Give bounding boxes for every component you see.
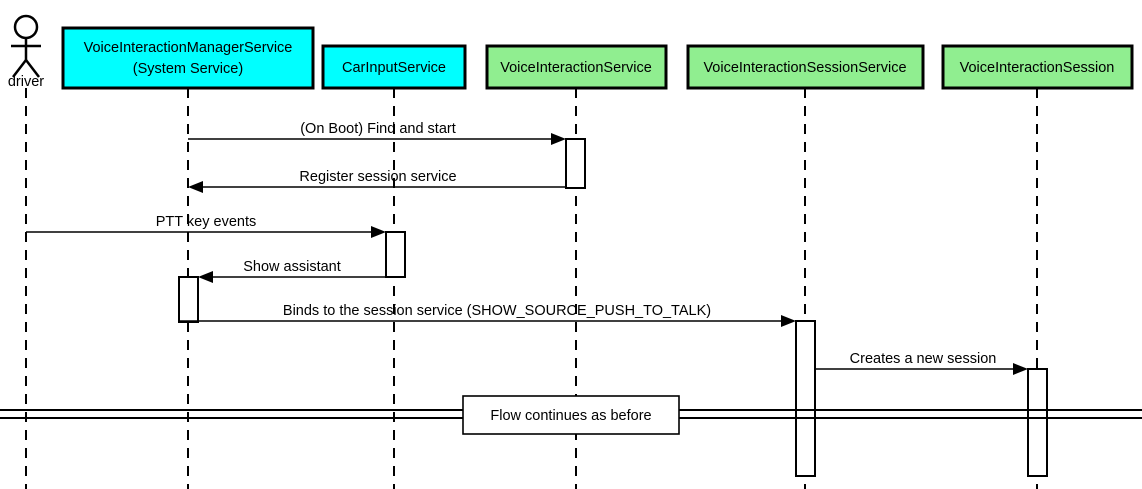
message-register-arrowhead-icon: [188, 181, 203, 193]
activation-bar-vis: [565, 138, 586, 189]
message-show-assistant-label: Show assistant: [243, 259, 341, 275]
activation-bar-visess: [1027, 368, 1048, 477]
participant-vims-label-line1: VoiceInteractionManagerService: [84, 40, 293, 56]
actor-driver-label: driver: [8, 74, 44, 90]
participant-vims-label-line2: (System Service): [133, 61, 243, 77]
message-register-label: Register session service: [299, 169, 456, 185]
participant-viss-label: VoiceInteractionSessionService: [703, 60, 906, 76]
activation-bar-viss: [795, 320, 816, 477]
participant-vis[interactable]: VoiceInteractionService: [485, 44, 668, 90]
activation-bar-vims: [178, 276, 199, 323]
participant-visess[interactable]: VoiceInteractionSession: [941, 44, 1134, 90]
participant-viss-box[interactable]: [686, 44, 925, 90]
actor-leg-right-icon: [25, 59, 40, 78]
participant-vis-label: VoiceInteractionService: [500, 60, 652, 76]
participant-vis-box[interactable]: [485, 44, 668, 90]
message-show-assistant[interactable]: Show assistant: [198, 259, 386, 283]
participant-vims[interactable]: VoiceInteractionManagerService (System S…: [61, 26, 315, 90]
message-binds-arrowhead-icon: [781, 315, 796, 327]
participant-vims-box[interactable]: [61, 26, 315, 90]
actor-leg-left-icon: [12, 59, 27, 78]
message-on-boot-arrowhead-icon: [551, 133, 566, 145]
message-creates-session-label: Creates a new session: [850, 351, 997, 367]
message-ptt-label: PTT key events: [156, 214, 256, 230]
participant-visess-box[interactable]: [941, 44, 1134, 90]
flow-note-box: [462, 395, 680, 435]
message-binds-label: Binds to the session service (SHOW_SOURC…: [283, 303, 711, 319]
message-creates-a-new-session[interactable]: Creates a new session: [815, 351, 1028, 375]
message-on-boot-label: (On Boot) Find and start: [300, 121, 456, 137]
flow-note-label: Flow continues as before: [490, 408, 651, 424]
message-binds-to-session-service[interactable]: Binds to the session service (SHOW_SOURC…: [180, 303, 796, 327]
message-show-assistant-arrowhead-icon: [198, 271, 213, 283]
activation-bar-carinput: [385, 231, 406, 278]
participant-carinput-label: CarInputService: [342, 60, 446, 76]
actor-driver: driver: [8, 14, 44, 90]
message-register-session-service[interactable]: Register session service: [188, 169, 566, 193]
message-ptt-key-events[interactable]: PTT key events: [26, 214, 386, 238]
flow-gap-divider: Flow continues as before: [0, 395, 1142, 435]
message-ptt-arrowhead-icon: [371, 226, 386, 238]
actor-head-icon: [13, 14, 39, 40]
participant-visess-label: VoiceInteractionSession: [960, 60, 1115, 76]
participant-carinput[interactable]: CarInputService: [321, 44, 467, 90]
participant-carinput-box[interactable]: [321, 44, 467, 90]
message-on-boot-find-and-start[interactable]: (On Boot) Find and start: [188, 121, 566, 145]
participant-viss[interactable]: VoiceInteractionSessionService: [686, 44, 925, 90]
message-creates-session-arrowhead-icon: [1013, 363, 1028, 375]
